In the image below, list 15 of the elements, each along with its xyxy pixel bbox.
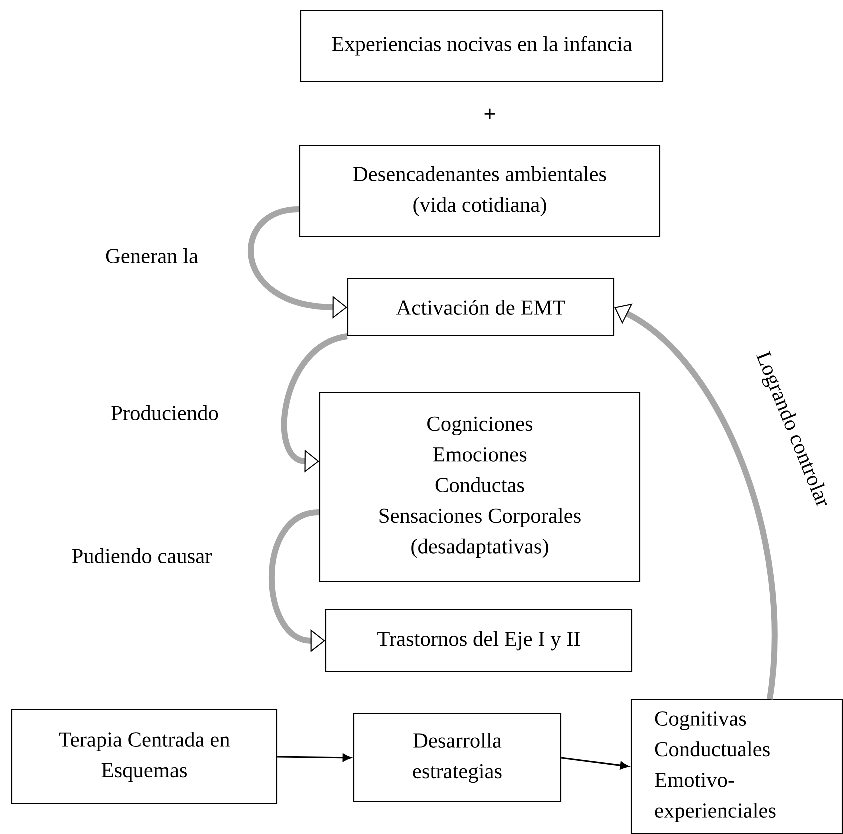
process-box: Activación de EMT: [347, 278, 615, 337]
arrow: [278, 754, 352, 762]
edge-label: Pudiendo causar: [72, 548, 212, 564]
edge-label: Produciendo: [112, 405, 218, 420]
plus-sign: +: [484, 108, 496, 120]
process-box: Desencadenantes ambientales (vida cotidiana): [299, 145, 661, 238]
process-box: Experiencias nocivas en la infancia: [300, 10, 664, 82]
process-box: Terapia Centrada en Esquemas: [11, 709, 278, 805]
process-box: Cogniciones Emociones Conductas Sensaciones Corporales (desadaptativas): [319, 392, 641, 583]
process-box: Desarrolla estrategias: [353, 713, 562, 803]
arrow: [561, 757, 629, 770]
process-box: Trastornos del Eje I y II: [325, 609, 633, 673]
edge-label: Generan la: [106, 248, 198, 264]
curved-arrow: [614, 304, 778, 700]
process-box: Cognitivas Conductuales Emotivo-experienciales: [630, 699, 843, 834]
